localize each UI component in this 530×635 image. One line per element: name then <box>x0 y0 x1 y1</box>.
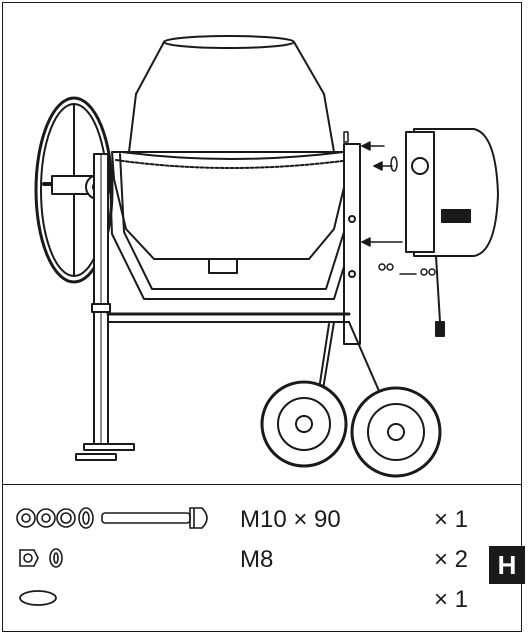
right-wheel <box>350 386 442 478</box>
part-size: M10 × 90 <box>240 506 341 533</box>
part-quantity: × 1 <box>434 586 469 613</box>
step-badge: H <box>489 546 525 584</box>
bolt-washers-nuts-icon <box>16 507 208 529</box>
instruction-panel <box>2 2 522 632</box>
part-quantity: × 2 <box>434 546 469 573</box>
left-wheel <box>260 380 348 468</box>
cross-bar <box>106 312 351 323</box>
cement-mixer-assembly-illustration <box>34 35 499 478</box>
part-quantity: × 1 <box>434 506 469 533</box>
part-row: M10 × 90 × 1 <box>2 498 522 542</box>
parts-list: M10 × 90 × 1 M8 × 2 × 1 <box>2 486 522 632</box>
assembly-arrows <box>343 131 436 276</box>
left-leg <box>75 153 135 461</box>
motor-housing <box>405 128 499 337</box>
part-row: × 1 <box>2 578 522 622</box>
section-divider <box>2 484 522 485</box>
part-row: M8 × 2 <box>2 538 522 582</box>
nut-washer-icon <box>19 548 63 568</box>
right-post <box>343 143 361 345</box>
drum <box>111 35 353 274</box>
ring-icon <box>19 590 57 606</box>
part-size: M8 <box>240 546 274 573</box>
